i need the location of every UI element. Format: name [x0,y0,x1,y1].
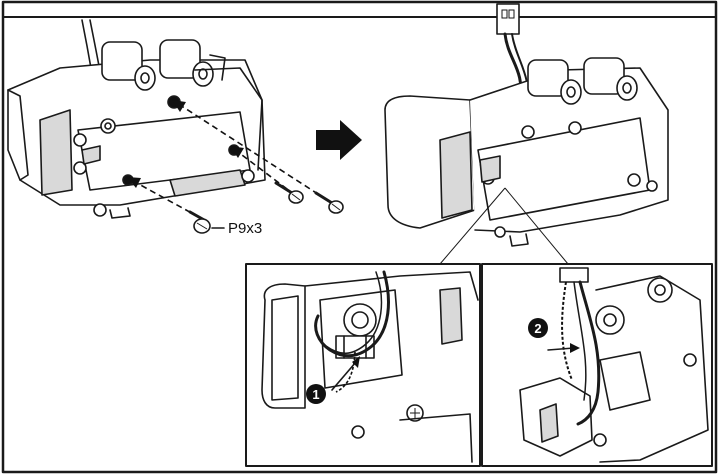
detail-1-direction [331,361,357,391]
left-valve-1-cap [134,65,156,91]
screw-icon [274,181,304,204]
detail-panel-1: 1 [245,263,481,467]
connector-plug-icon [559,267,589,283]
left-unit-illustration: P9x3 [7,19,344,237]
detail-2-wire-b [573,281,587,401]
screw-path-2-arrowhead [230,146,244,158]
step-1-number: 1 [312,387,319,402]
detail-panel-2: 2 [481,263,713,467]
screw-size-label: P9x3 [228,220,262,237]
detail-1-wire-a [314,270,390,358]
screw-icon [314,191,344,214]
screw-path-1 [179,104,336,206]
screw-icon [188,210,211,234]
left-valve-2 [159,39,201,79]
left-housing-edge [7,89,29,181]
step-2-number: 2 [534,321,541,336]
screw-path-1-arrowhead [172,100,186,112]
screw-path-3-arrowhead [127,177,141,188]
connector-plug-icon [496,3,520,35]
detail-1-wire-b [325,271,383,354]
step-2-badge [528,318,548,338]
detail-1-valve [343,303,377,337]
detail-2-direction [547,347,575,351]
zoom-line-left [439,187,506,265]
step-1-badge [306,384,326,404]
left-side-panel [39,109,73,196]
right-unit-illustration [384,3,669,265]
detail-2-wire-a [576,280,601,426]
zoom-line-right [504,187,569,265]
left-valve-2-cap [192,61,214,87]
left-valve-1 [101,41,143,81]
arrow-right-icon [316,120,362,160]
detail-2-wire-routed [561,281,573,381]
